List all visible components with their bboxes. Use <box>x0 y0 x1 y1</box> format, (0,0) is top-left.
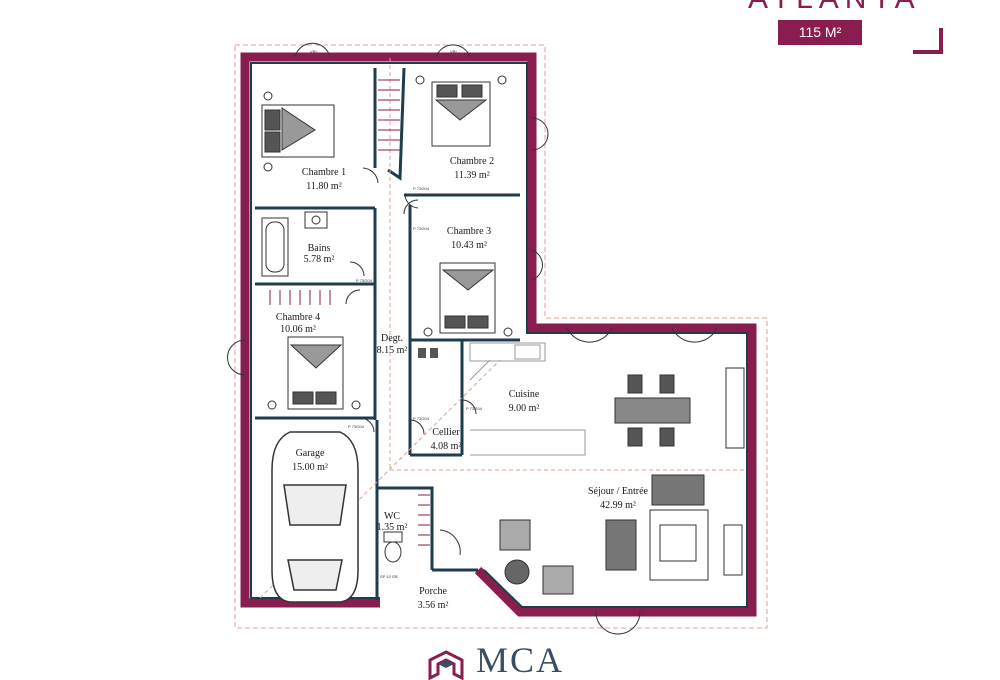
annotations: VRI VRI P 73/204 P 73/204 P 73/204 P 73/… <box>310 49 483 579</box>
bed-chambre-4 <box>267 336 361 410</box>
room-name: Chambre 1 <box>302 167 346 178</box>
dining-table <box>614 374 691 447</box>
mca-logo-icon <box>428 650 464 680</box>
room-name: Cuisine <box>509 389 540 400</box>
room-area: 10.43 m² <box>451 240 487 251</box>
room-name: Chambre 3 <box>447 226 491 237</box>
room-name: Chambre 2 <box>450 156 494 167</box>
room-name: Bains <box>308 243 331 254</box>
room-name: Garage <box>296 448 325 459</box>
room-area: 1.35 m² <box>377 522 408 533</box>
bed-chambre-3 <box>423 262 513 337</box>
windows <box>227 42 718 635</box>
door-label: P 73/204 <box>348 424 365 429</box>
property-outline <box>234 44 768 629</box>
doors <box>345 167 477 556</box>
room-name: Cellier <box>432 427 460 438</box>
plan-title: ATLANTA <box>748 0 921 16</box>
kitchen-counter <box>469 342 586 456</box>
outer-wall-inner <box>250 62 748 608</box>
room-area: 5.78 m² <box>304 254 335 265</box>
room-name: WC <box>384 511 400 522</box>
room-area: 10.06 m² <box>280 324 316 335</box>
door-label: P 73/204 <box>413 186 430 191</box>
outer-wall-accent <box>240 52 757 617</box>
toilet <box>383 531 403 563</box>
bed-chambre-2 <box>415 75 507 147</box>
room-name: Séjour / Entrée <box>588 486 649 497</box>
room-name: Chambre 4 <box>276 312 320 323</box>
door-label: P 73/204 <box>413 226 430 231</box>
door-label: P 73/204 <box>466 406 483 411</box>
room-name: Degt. <box>381 333 403 344</box>
room-labels: Chambre 1 11.80 m² Chambre 2 11.39 m² Ch… <box>276 156 649 611</box>
mca-logo-text: MCA <box>476 640 565 680</box>
room-area: 8.15 m² <box>377 345 408 356</box>
room-area: 11.39 m² <box>454 170 489 181</box>
room-area: 11.80 m² <box>306 181 341 192</box>
vri-label: VRI <box>450 49 457 54</box>
room-area: 9.00 m² <box>509 403 540 414</box>
room-area: 4.08 m² <box>431 441 462 452</box>
bathtub <box>261 211 328 277</box>
side-door-label: SP 10 GB <box>380 574 398 579</box>
door-label: P 73/204 <box>413 416 430 421</box>
corner-mark <box>913 28 943 54</box>
car <box>271 431 359 603</box>
wardrobe-hatch <box>269 79 430 546</box>
cellier-shelves <box>418 348 438 358</box>
room-area: 42.99 m² <box>600 500 636 511</box>
room-name: Porche <box>419 586 447 597</box>
door-label: P 73/204 <box>356 278 373 283</box>
interior-walls <box>255 67 520 600</box>
area-badge: 115 M² <box>778 20 862 45</box>
vri-label: VRI <box>310 49 317 54</box>
bed-chambre-1 <box>261 91 335 172</box>
room-area: 3.56 m² <box>418 600 449 611</box>
living-furniture <box>499 367 745 595</box>
room-area: 15.00 m² <box>292 462 328 473</box>
